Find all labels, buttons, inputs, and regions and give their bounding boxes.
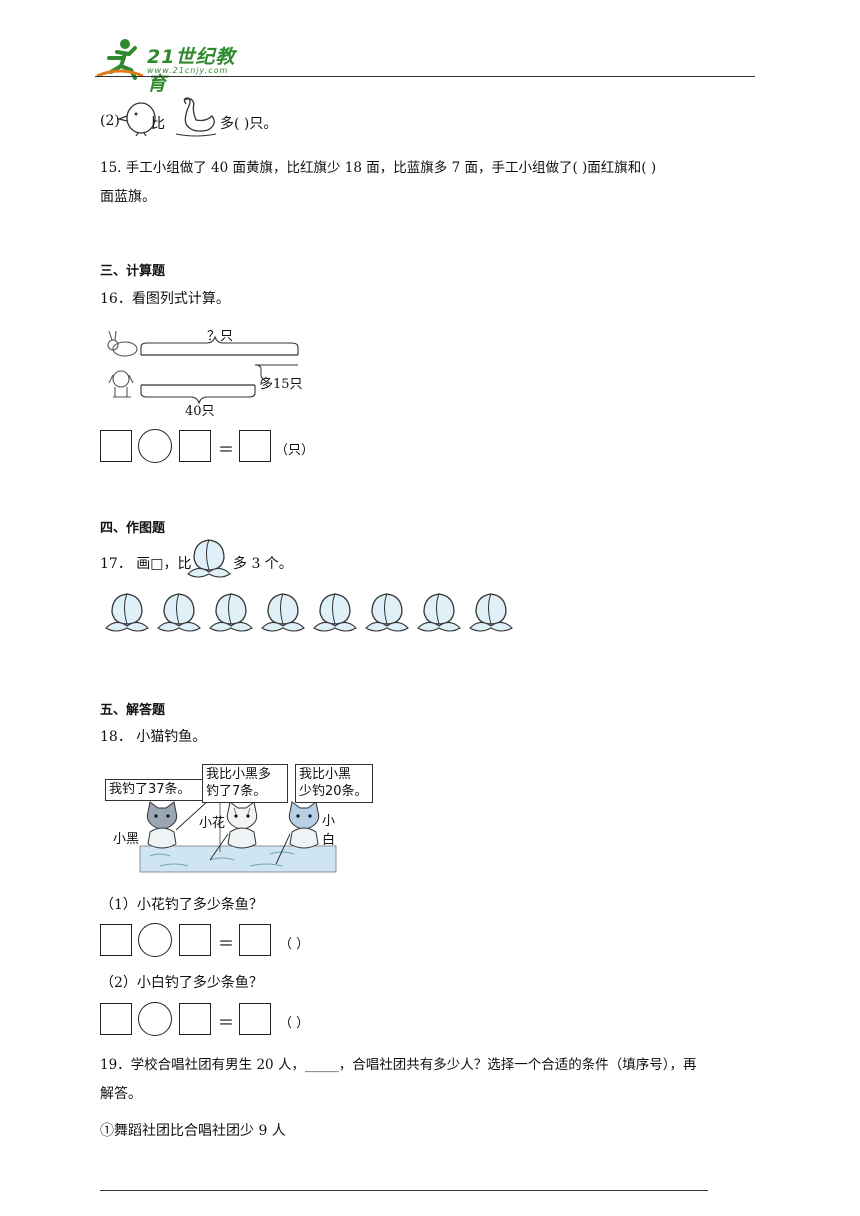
fishing-cats-illustration: 我钓了37条。 我比小黑多 钓了7条。 我比小黑 少钓20条。 小黑 小花 小白 <box>100 760 373 875</box>
peach-4-icon <box>260 590 306 638</box>
q19-option1: ①舞蹈社团比合唱社团少 9 人 <box>100 1123 286 1139</box>
q18-sub2: （2）小白钓了多少条鱼？ <box>100 975 263 991</box>
q14-prefix: (2) <box>100 113 120 129</box>
bubble-xiaohua-line2: 钓了7条。 <box>206 784 267 799</box>
operator-circle[interactable] <box>138 429 172 463</box>
header-divider <box>95 76 755 77</box>
peach-7-icon <box>416 590 462 638</box>
q16-top-label: ？只 <box>207 329 234 344</box>
q18-2-unit: （ ） <box>279 1016 310 1031</box>
answer-box-2[interactable] <box>179 430 211 462</box>
q18-1-box-2[interactable] <box>179 924 211 956</box>
q18-1-operator-circle[interactable] <box>138 923 172 957</box>
q17-suffix: 多 3 个。 <box>233 556 293 572</box>
q18-2-equals: ＝ <box>218 1013 235 1032</box>
section5-title: 五、解答题 <box>100 703 166 718</box>
peach-6-icon <box>364 590 410 638</box>
fishing-scene <box>139 789 337 873</box>
swan-icon <box>175 97 217 137</box>
logo-url: www.21cnjy.com <box>147 66 229 75</box>
q18-2-box-1[interactable] <box>100 1003 132 1035</box>
q16-title: 16．看图列式计算。 <box>100 291 230 307</box>
bubble-xiaobai-line1: 我比小黑 <box>299 767 352 782</box>
q18-2-box-2[interactable] <box>179 1003 211 1035</box>
q19-line1: 19．学校合唱社团有男生 20 人，_____，合唱社团共有多少人？选择一个合适… <box>100 1057 697 1073</box>
equals-sign: ＝ <box>218 440 235 459</box>
q18-1-box-1[interactable] <box>100 924 132 956</box>
cat-xiaohua-icon <box>209 801 258 861</box>
q16-diagram <box>107 330 299 405</box>
q16-unit: （只） <box>275 443 315 458</box>
bubble-xiaobai: 我比小黑 少钓20条。 <box>295 764 373 803</box>
footer-divider <box>100 1190 708 1191</box>
q18-sub1: （1）小花钓了多少条鱼？ <box>100 897 263 913</box>
q14-2: (2) <box>100 113 120 129</box>
label-xiaohua: 小花 <box>199 816 226 831</box>
rabbit-icon <box>107 330 138 357</box>
bubble-xiaohei: 我钓了37条。 <box>105 779 204 801</box>
q15-line2: 面蓝旗。 <box>100 189 156 205</box>
chick-icon <box>116 102 156 136</box>
q17-prefix: 17． 画□，比 <box>100 556 192 572</box>
section4-title: 四、作图题 <box>100 521 166 536</box>
runner-logo-icon <box>96 39 144 80</box>
peach-1-icon <box>104 590 150 638</box>
section3-title: 三、计算题 <box>100 264 166 279</box>
q18-title: 18． 小猫钓鱼。 <box>100 729 207 745</box>
answer-box-1[interactable] <box>100 430 132 462</box>
q14-compare: 比 <box>151 116 165 132</box>
site-logo: 21世纪教育 www.21cnjy.com <box>95 36 255 95</box>
q16-bottom-label: 40只 <box>185 404 215 419</box>
q18-2-operator-circle[interactable] <box>138 1002 172 1036</box>
peach-row <box>104 590 524 636</box>
label-xiaohei: 小黑 <box>113 832 140 847</box>
q19-line2: 解答。 <box>100 1086 142 1102</box>
q18-1-box-3[interactable] <box>239 924 271 956</box>
peach-2-icon <box>156 590 202 638</box>
q18-1-unit: （ ） <box>279 937 310 952</box>
q15-line1: 15. 手工小组做了 40 面黄旗，比红旗少 18 面，比蓝旗多 7 面，手工小… <box>100 160 657 176</box>
q18-2-box-3[interactable] <box>239 1003 271 1035</box>
q16-right-label: 多15只 <box>260 377 303 392</box>
logo-text: 21世纪教育 <box>147 46 236 95</box>
bubble-xiaobai-line2: 少钓20条。 <box>299 784 368 799</box>
bubble-xiaohua: 我比小黑多 钓了7条。 <box>202 764 288 803</box>
bubble-xiaohua-line1: 我比小黑多 <box>206 767 272 782</box>
cat-xiaobai-icon <box>275 801 320 865</box>
peach-3-icon <box>208 590 254 638</box>
peach-8-icon <box>468 590 514 638</box>
peach-5-icon <box>312 590 358 638</box>
answer-box-3[interactable] <box>239 430 271 462</box>
q18-1-equals: ＝ <box>218 934 235 953</box>
q14-suffix: 多( )只。 <box>220 116 278 132</box>
peach-icon <box>187 539 231 578</box>
label-xiaobai: 小白 <box>322 814 336 848</box>
dog-icon <box>108 370 134 398</box>
